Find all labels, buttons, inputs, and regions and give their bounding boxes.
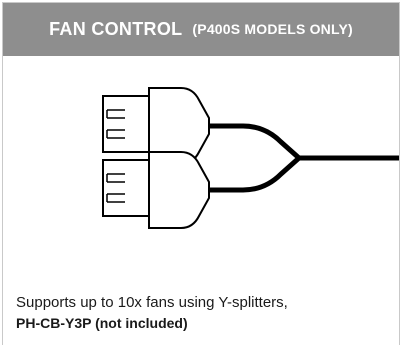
fan-connector-icon [102, 151, 210, 229]
caption-text: Supports up to 10x fans using Y-splitter… [16, 294, 288, 311]
section-title: FAN CONTROL [49, 18, 183, 39]
fan-connector-icon [102, 87, 210, 165]
fan-control-card: FAN CONTROL (P400S MODELS ONLY) [2, 2, 400, 345]
y-splitter-diagram [102, 87, 399, 229]
header-divider [3, 55, 399, 56]
caption-part-number: PH-CB-Y3P (not included) [16, 315, 188, 331]
y-splitter-cable-icon [209, 123, 399, 193]
section-subtitle: (P400S MODELS ONLY) [192, 21, 353, 37]
caption: Supports up to 10x fans using Y-splitter… [16, 293, 396, 333]
section-header: FAN CONTROL (P400S MODELS ONLY) [3, 3, 399, 55]
